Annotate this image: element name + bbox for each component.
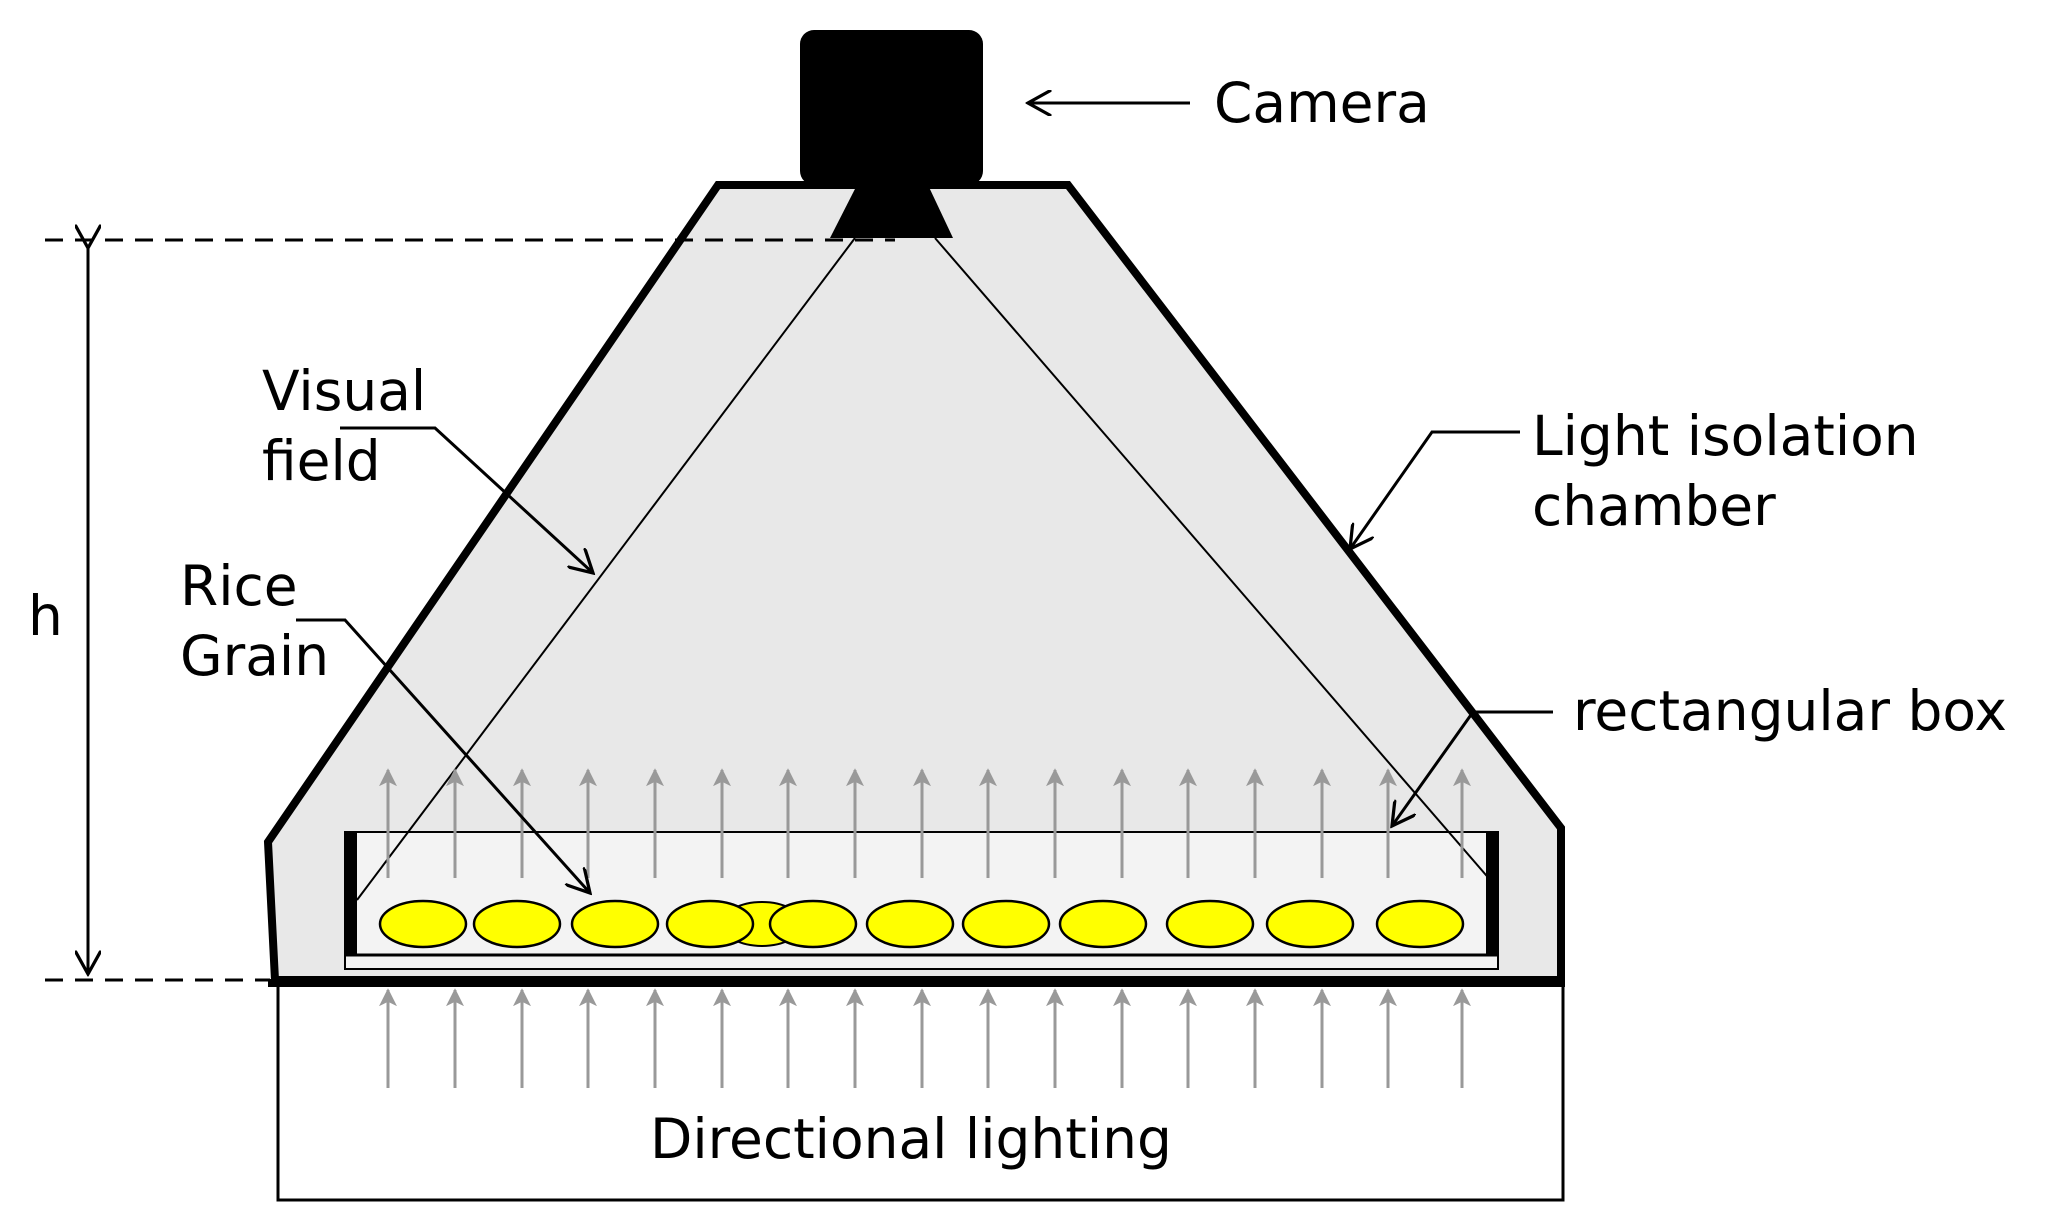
light-rays xyxy=(379,768,1471,1088)
rice-grain-label-line1: Rice xyxy=(180,554,298,618)
height-dimension xyxy=(45,240,895,982)
rice-grain xyxy=(768,899,858,949)
rice-grain xyxy=(665,899,755,949)
rice-grain xyxy=(1375,899,1465,949)
rectangular-box-label: rectangular box xyxy=(1573,679,2007,743)
rice-grains xyxy=(378,899,1465,949)
light-isolation-chamber-label: Light isolation chamber xyxy=(1532,404,1936,538)
visual-field-label-line1: Visual xyxy=(262,359,426,423)
rice-grain xyxy=(378,899,468,949)
height-label: h xyxy=(28,584,63,648)
rice-grain-label-line2: Grain xyxy=(180,624,329,688)
camera-label: Camera xyxy=(1214,71,1430,135)
camera-icon xyxy=(800,30,983,238)
visual-field-label: Visual field xyxy=(262,359,444,493)
rice-grain xyxy=(865,899,955,949)
rice-grain xyxy=(961,899,1051,949)
visual-field-label-line2: field xyxy=(262,429,381,493)
rice-grain xyxy=(1165,899,1255,949)
directional-lighting-label: Directional lighting xyxy=(650,1107,1172,1171)
rice-grain-label: Rice Grain xyxy=(180,554,329,688)
light-isolation-chamber-label-line1: Light isolation xyxy=(1532,404,1919,468)
rice-grain xyxy=(1058,899,1148,949)
visual-field-lines xyxy=(356,237,1493,901)
rice-grain xyxy=(570,899,660,949)
rice-grain xyxy=(472,899,562,949)
rice-grain xyxy=(1265,899,1355,949)
light-isolation-chamber-label-line2: chamber xyxy=(1532,474,1776,538)
leader-lines xyxy=(296,103,1553,893)
